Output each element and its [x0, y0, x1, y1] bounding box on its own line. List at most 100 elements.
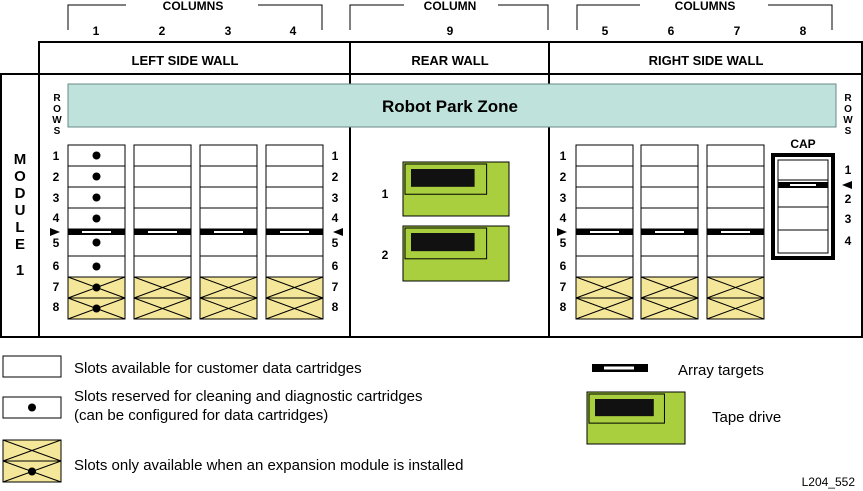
robot-park-zone	[67, 83, 837, 128]
robot-park-label: Robot Park Zone	[382, 97, 518, 116]
row-number: 3	[332, 191, 339, 205]
left-wall-target-arrow	[50, 228, 60, 236]
row-number: 1	[332, 149, 339, 163]
slot	[640, 144, 699, 167]
module-letter: O	[14, 168, 26, 185]
slot-columns	[67, 144, 765, 320]
slot	[133, 144, 192, 167]
column-brackets	[67, 4, 833, 30]
slot	[575, 186, 634, 209]
column-number: 7	[734, 24, 741, 38]
cap-unit	[771, 153, 835, 260]
reserved-slot-dot	[92, 151, 101, 160]
row-number: 1	[560, 149, 567, 163]
column-number: 1	[93, 24, 100, 38]
slot-column	[67, 144, 126, 320]
slot	[265, 165, 324, 188]
row-number: 8	[560, 300, 567, 314]
row-number: 7	[560, 280, 567, 294]
legend-empty-slot-swatch	[2, 355, 62, 378]
slot	[575, 144, 634, 167]
drive-number: 2	[382, 248, 389, 262]
row-number: 5	[53, 236, 60, 250]
row-number: 3	[560, 191, 567, 205]
legend-tape-drive-swatch	[586, 391, 686, 445]
rows-label-left: R O W S	[52, 93, 62, 137]
module-letter: L	[15, 219, 24, 236]
left-columns-header: COLUMNS	[163, 0, 224, 13]
rows-letter: S	[54, 126, 61, 137]
row-number: 6	[560, 259, 567, 273]
slot	[199, 165, 258, 188]
slot	[640, 165, 699, 188]
slot	[133, 207, 192, 230]
slot-column	[640, 144, 699, 320]
legend-reserved-line2: (can be configured for data cartridges)	[74, 407, 328, 424]
row-number: 5	[332, 236, 339, 250]
reserved-slot-dot	[92, 193, 101, 202]
slot	[640, 186, 699, 209]
row-number: 1	[53, 149, 60, 163]
rows-label-right: R O W S	[843, 93, 853, 137]
slot	[199, 207, 258, 230]
tape-drive-slot	[595, 399, 654, 417]
slot	[706, 144, 765, 167]
row-number: 2	[53, 170, 60, 184]
slot	[199, 144, 258, 167]
rear-column-header: COLUMN	[424, 0, 477, 13]
slot	[265, 144, 324, 167]
reserved-slot-dot	[92, 262, 101, 271]
slot	[133, 165, 192, 188]
row-number: 7	[53, 280, 60, 294]
slot	[706, 165, 765, 188]
drive-number: 1	[382, 187, 389, 201]
slot-column	[133, 144, 192, 320]
right-wall-label: RIGHT SIDE WALL	[649, 53, 764, 68]
slot	[133, 186, 192, 209]
module-letter: M	[14, 151, 27, 168]
cap-row-number: 3	[845, 212, 852, 226]
column-number: 2	[159, 24, 166, 38]
right-wall-target-arrow	[557, 228, 567, 236]
cap-outer-frame	[771, 153, 835, 260]
left-wall-target-arrow-right	[333, 228, 343, 236]
tape-drive-slot	[411, 169, 475, 187]
slot-column	[199, 144, 258, 320]
slot	[575, 255, 634, 278]
module-letter: D	[15, 185, 26, 202]
legend: Slots available for customer data cartri…	[2, 355, 781, 483]
slot	[706, 207, 765, 230]
right-columns-header: COLUMNS	[675, 0, 736, 13]
slot	[199, 186, 258, 209]
legend-reserved-line1: Slots reserved for cleaning and diagnost…	[74, 388, 423, 405]
row-number: 4	[332, 211, 339, 225]
module-number: 1	[16, 262, 24, 279]
column-number: 8	[800, 24, 807, 38]
legend-expansion-slots: Slots only available when an expansion m…	[74, 457, 463, 474]
tape-drive-slot	[411, 233, 475, 252]
rows-letter: R	[844, 93, 852, 104]
rows-letter: W	[843, 115, 853, 126]
module-letter: U	[15, 202, 26, 219]
module-label: M O D U L E 1	[14, 151, 27, 279]
slot	[265, 207, 324, 230]
row-number: 2	[332, 170, 339, 184]
slot	[706, 255, 765, 278]
slot-column	[265, 144, 324, 320]
legend-array-targets: Array targets	[678, 362, 764, 379]
reserved-slot-dot	[92, 283, 101, 292]
row-number: 3	[53, 191, 60, 205]
legend-tape-drive: Tape drive	[712, 409, 781, 426]
cap-target-arrow	[842, 181, 852, 189]
column-number: 3	[225, 24, 232, 38]
column-number: 5	[602, 24, 609, 38]
row-number: 6	[332, 259, 339, 273]
row-number: 8	[332, 300, 339, 314]
slot	[640, 255, 699, 278]
row-number: 8	[53, 300, 60, 314]
slot	[133, 255, 192, 278]
reserved-slot-dot	[92, 214, 101, 223]
slot	[199, 255, 258, 278]
